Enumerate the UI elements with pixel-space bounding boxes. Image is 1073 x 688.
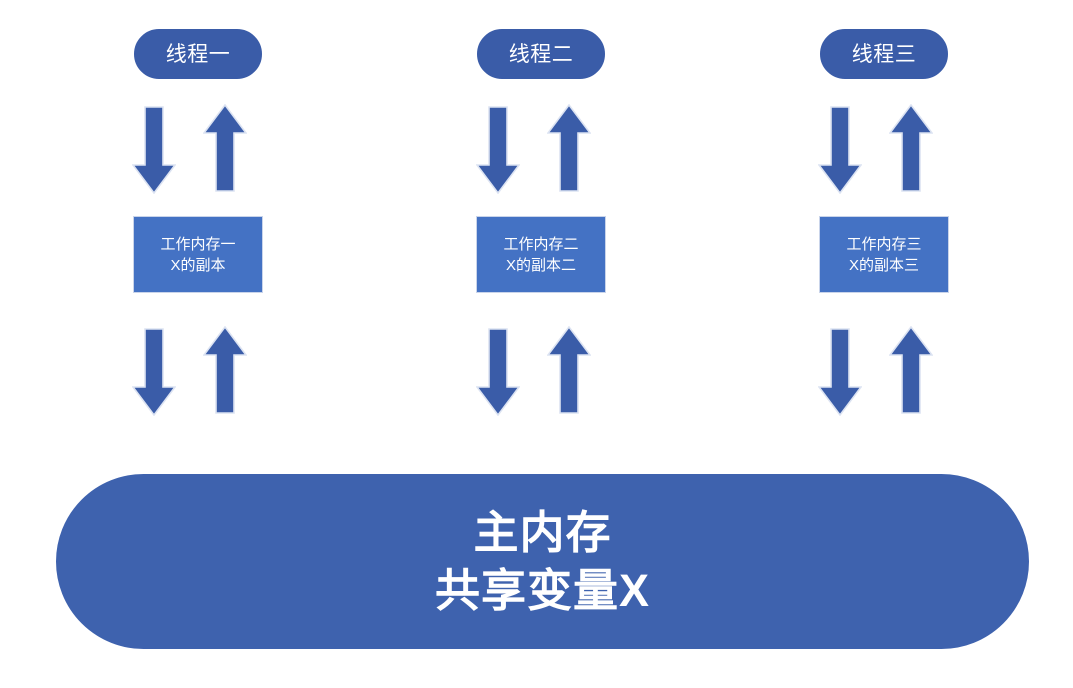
working-memory-line2-1: X的副本 (170, 256, 226, 274)
main-memory-line2: 共享变量X (434, 564, 650, 616)
down-arrow-icon-thread1-upper (132, 106, 176, 194)
main-memory-line1: 主内存 (473, 506, 612, 558)
main-memory-block[interactable]: 主内存 共享变量X (55, 473, 1030, 650)
working-memory-box-2[interactable]: 工作内存二 X的副本二 (476, 216, 606, 293)
thread-pill-label-1: 线程一 (165, 42, 231, 66)
down-arrow-icon-thread2-upper (476, 106, 520, 194)
up-arrow-icon-thread1-lower (203, 326, 247, 414)
up-arrow-icon-thread2-upper (547, 104, 591, 192)
thread-pill-1[interactable]: 线程一 (133, 28, 263, 80)
thread-pill-3[interactable]: 线程三 (819, 28, 949, 80)
working-memory-line1-2: 工作内存二 (503, 235, 579, 253)
working-memory-box-1[interactable]: 工作内存一 X的副本 (133, 216, 263, 293)
working-memory-line1-1: 工作内存一 (160, 235, 236, 253)
thread-pill-label-3: 线程三 (851, 42, 917, 66)
down-arrow-icon-thread2-lower (476, 328, 520, 416)
up-arrow-icon-thread3-upper (889, 104, 933, 192)
working-memory-line2-2: X的副本二 (505, 256, 576, 274)
working-memory-box-3[interactable]: 工作内存三 X的副本三 (819, 216, 949, 293)
down-arrow-icon-thread1-lower (132, 328, 176, 416)
up-arrow-icon-thread2-lower (547, 326, 591, 414)
down-arrow-icon-thread3-lower (818, 328, 862, 416)
thread-pill-2[interactable]: 线程二 (476, 28, 606, 80)
up-arrow-icon-thread1-upper (203, 104, 247, 192)
working-memory-line2-3: X的副本三 (848, 256, 919, 274)
working-memory-line1-3: 工作内存三 (846, 235, 922, 253)
down-arrow-icon-thread3-upper (818, 106, 862, 194)
thread-pill-label-2: 线程二 (508, 42, 574, 66)
up-arrow-icon-thread3-lower (889, 326, 933, 414)
